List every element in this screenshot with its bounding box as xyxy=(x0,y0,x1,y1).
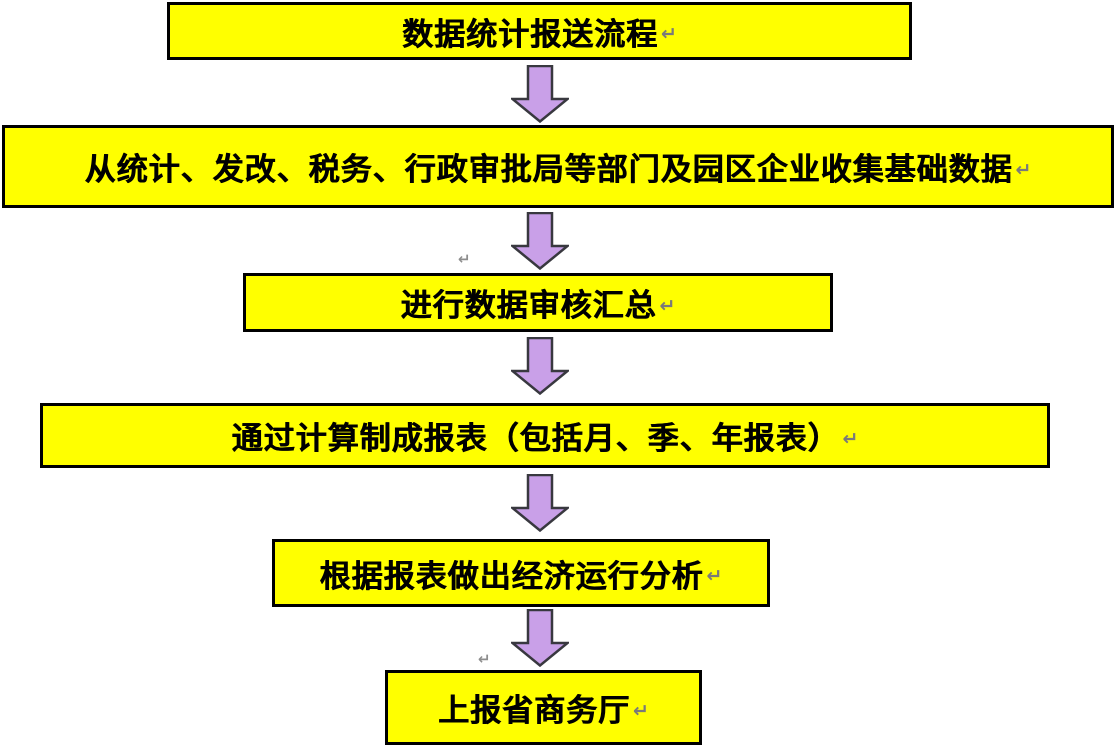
return-mark-icon: ↵ xyxy=(659,294,676,317)
paragraph-mark: ↵ xyxy=(458,250,471,268)
flow-node-report-to-province: 上报省商务厅↵ xyxy=(385,670,702,745)
return-mark-icon: ↵ xyxy=(842,427,859,450)
down-arrow-icon xyxy=(511,212,569,270)
flow-node-collect-data-label: 从统计、发改、税务、行政审批局等部门及园区企业收集基础数据 xyxy=(84,152,1013,188)
flow-node-title-label: 数据统计报送流程 xyxy=(402,16,659,53)
return-mark-icon: ↵ xyxy=(1015,158,1032,181)
down-arrow-icon xyxy=(511,609,569,667)
paragraph-mark: ↵ xyxy=(478,650,491,668)
return-mark-icon: ↵ xyxy=(661,23,677,45)
flow-node-report-to-province-label: 上报省商务厅 xyxy=(438,693,631,729)
return-mark-icon: ↵ xyxy=(633,699,649,722)
flow-node-economic-analysis: 根据报表做出经济运行分析↵ xyxy=(272,539,770,607)
flow-node-review-summary-label: 进行数据审核汇总 xyxy=(400,288,657,324)
down-arrow-icon xyxy=(511,65,569,123)
flow-node-make-reports-label: 通过计算制成报表（包括月、季、年报表） xyxy=(231,421,840,457)
flow-node-title: 数据统计报送流程↵ xyxy=(167,2,912,60)
flow-node-make-reports: 通过计算制成报表（包括月、季、年报表）↵ xyxy=(40,403,1050,468)
flow-node-review-summary: 进行数据审核汇总↵ xyxy=(243,273,833,332)
return-mark-icon: ↵ xyxy=(706,565,723,587)
flow-node-collect-data: 从统计、发改、税务、行政审批局等部门及园区企业收集基础数据↵ xyxy=(2,125,1114,208)
down-arrow-icon xyxy=(511,474,569,532)
flow-node-economic-analysis-label: 根据报表做出经济运行分析 xyxy=(319,558,704,595)
down-arrow-icon xyxy=(511,337,569,395)
